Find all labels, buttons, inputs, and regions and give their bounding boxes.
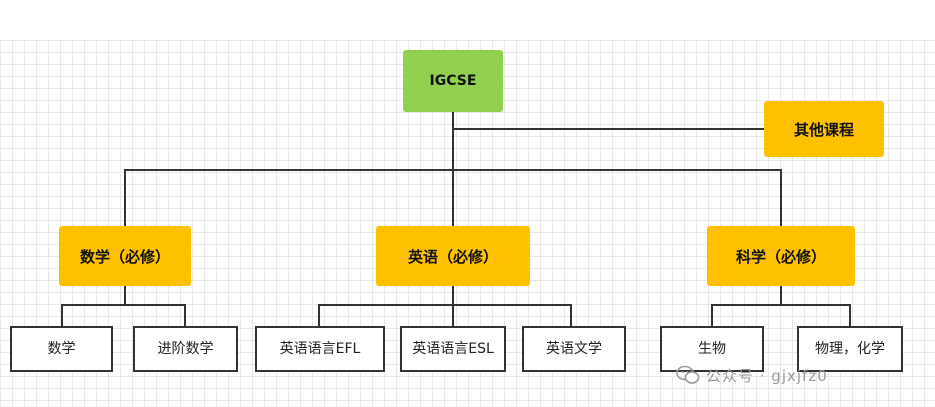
watermark: 公众号 · gjxjfz0 [676,362,828,388]
leaf-english-efl: 英语语言EFL [255,326,385,372]
category-science: 科学（必修） [707,226,855,286]
connector-main-horizontal [124,169,782,171]
connector-english-right [570,304,572,326]
watermark-text: 公众号 · gjxjfz0 [706,366,828,385]
connector-math-left [61,304,63,326]
leaf-physics-chemistry: 物理，化学 [797,326,903,372]
category-english: 英语（必修） [376,226,530,286]
connector-science-left [711,304,713,326]
connector-science-drop [780,169,782,226]
connector-math-drop [124,169,126,226]
leaf-english-esl-label: 英语语言ESL [412,340,494,357]
connector-math-stem [124,286,126,306]
connector-english-bar [318,304,572,306]
leaf-math: 数学 [10,326,113,372]
other-courses-node: 其他课程 [764,101,884,157]
connector-math-bar [61,304,186,306]
connector-science-bar [711,304,851,306]
leaf-english-literature: 英语文学 [522,326,626,372]
connector-other-horizontal [452,128,764,130]
connector-science-stem [780,286,782,306]
connector-science-right [849,304,851,326]
wechat-icon [676,365,700,384]
leaf-biology: 生物 [660,326,764,372]
top-band [0,0,935,40]
leaf-english-esl: 英语语言ESL [400,326,506,372]
connector-english-left [318,304,320,326]
connector-english-stem [452,286,454,306]
category-math: 数学（必修） [59,226,191,286]
root-node: IGCSE [403,50,503,112]
connector-math-right [184,304,186,326]
connector-english-mid [452,304,454,326]
leaf-advanced-math: 进阶数学 [133,326,238,372]
